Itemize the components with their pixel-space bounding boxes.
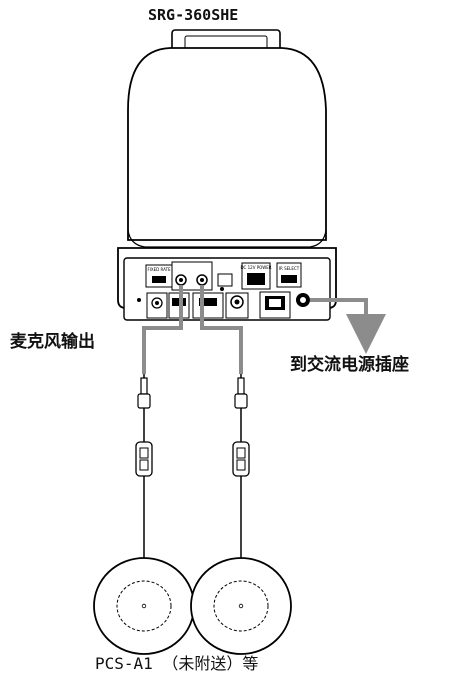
mic-cables [142,285,243,374]
mic-output-label: 麦克风输出 [10,332,95,352]
power-cable-arrow [310,298,386,354]
microphone-right [190,374,292,655]
model-label: SRG-360SHE [148,6,239,24]
microphone-left [93,374,195,655]
microphone-model-label: PCS-A1 （未附送）等 [95,654,259,673]
power-outlet-label: 到交流电源插座 [290,355,409,375]
fixed-rate-text: FIXED RATE [147,267,171,272]
ir-select-text: IR SELECT [279,266,300,271]
dc-power-text: DC 12V POWER [240,265,271,270]
rear-panel: FIXED RATE DC 12V POWER IR SELECT [123,257,331,321]
